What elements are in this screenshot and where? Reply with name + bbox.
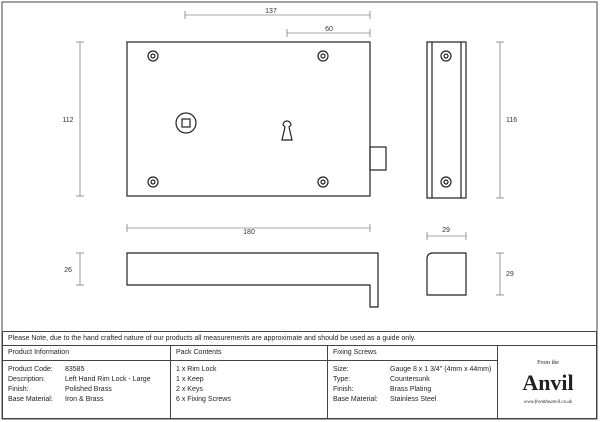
dim-60: 60 (325, 26, 333, 33)
label: Size: (333, 366, 349, 373)
keyhole-icon (281, 120, 293, 141)
value: Iron & Brass (65, 396, 104, 403)
follower-square (181, 118, 191, 128)
value: 83585 (65, 366, 85, 373)
lock-front-view (126, 41, 371, 197)
fixing-screws-header: Fixing Screws (328, 346, 497, 361)
dim-180: 180 (243, 229, 255, 236)
logo-from: From the (537, 359, 559, 366)
dim-116: 116 (506, 117, 517, 124)
dim-26: 26 (64, 267, 72, 274)
screw-finish-row: Finish: Brass Plating (333, 385, 492, 395)
dimension-lines (76, 11, 504, 296)
logo-name: Anvil (522, 369, 574, 395)
label: Description: (8, 376, 45, 383)
measurement-note: Please Note, due to the hand crafted nat… (3, 332, 596, 346)
follower-circle (175, 112, 197, 134)
pack-item: 1 x Rim Lock (176, 366, 217, 373)
screw-holes (147, 50, 452, 188)
product-info-section: Product Information Product Code: 83585 D… (3, 346, 171, 418)
lock-side-view (426, 41, 467, 199)
dim-29-keep: 29 (506, 271, 514, 278)
value: Countersunk (390, 376, 430, 383)
pack-contents-header: Pack Contents (171, 346, 327, 361)
lock-bolt (369, 146, 387, 171)
dim-137: 137 (265, 8, 277, 15)
fixing-screws-section: Fixing Screws Size: Gauge 8 x 1 3/4" (4mm… (328, 346, 498, 418)
value: Gauge 8 x 1 3/4" (4mm x 44mm) (390, 366, 492, 373)
value: Stainless Steel (390, 396, 437, 403)
from-the-anvil-logo: From the Anvil www.fromtheanvil.co.uk (500, 346, 596, 418)
label: Base Material: (8, 396, 53, 403)
label: Finish: (8, 386, 29, 393)
description-row: Description: Left Hand Rim Lock - Large (8, 375, 165, 385)
product-code-row: Product Code: 83585 (8, 365, 165, 375)
label: Product Code: (8, 366, 53, 373)
label: Type: (333, 376, 351, 383)
dim-112: 112 (62, 117, 73, 124)
pack-contents-section: Pack Contents 1 x Rim Lock 1 x Keep 2 x … (171, 346, 328, 418)
value: Brass Plating (390, 386, 432, 393)
pack-item: 6 x Fixing Screws (176, 396, 231, 403)
value: Left Hand Rim Lock - Large (65, 376, 151, 383)
logo-url: www.fromtheanvil.co.uk (523, 399, 573, 405)
screw-size-row: Size: Gauge 8 x 1 3/4" (4mm x 44mm) (333, 365, 492, 375)
pack-item: 1 x Keep (176, 376, 204, 383)
screw-material-row: Base Material: Stainless Steel (333, 395, 492, 405)
value: Polished Brass (65, 386, 112, 393)
dim-29-side: 29 (442, 227, 450, 234)
product-info-header: Product Information (3, 346, 170, 361)
finish-row: Finish: Polished Brass (8, 385, 165, 395)
label: Base Material: (333, 396, 378, 403)
lock-bottom-view (126, 252, 379, 308)
keep-view (426, 252, 467, 296)
label: Finish: (333, 386, 354, 393)
screw-type-row: Type: Countersunk (333, 375, 492, 385)
info-table: Please Note, due to the hand crafted nat… (2, 331, 597, 419)
base-material-row: Base Material: Iron & Brass (8, 395, 165, 405)
pack-item: 2 x Keys (176, 386, 203, 393)
